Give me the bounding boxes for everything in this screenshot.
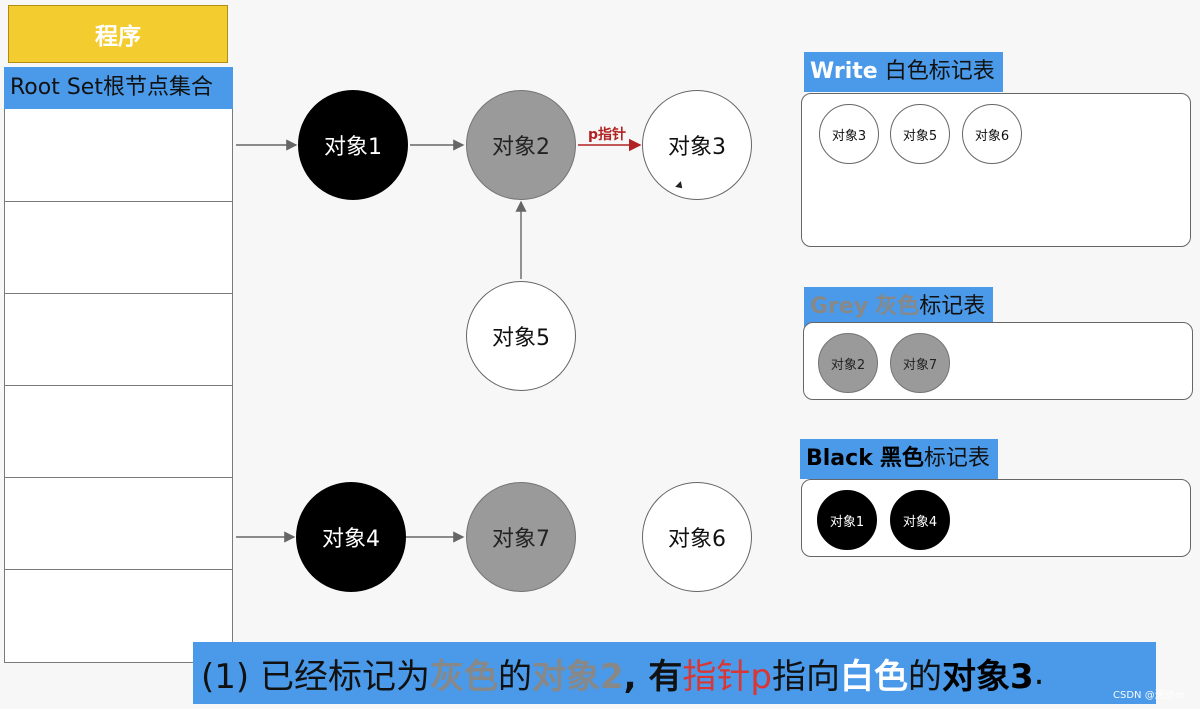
white-table-object6-label: 对象6 <box>974 128 1010 144</box>
white-mark-table: 对象3 对象5 对象6 <box>801 93 1191 247</box>
white-table-object5: 对象5 <box>890 104 950 164</box>
grey-table-object7-label: 对象7 <box>902 357 938 373</box>
root-set-row-divider <box>5 569 232 570</box>
root-set-label: Root Set根节点集合 <box>4 67 233 109</box>
root-set-table <box>4 109 233 663</box>
grey-table-object2-label: 对象2 <box>830 357 866 373</box>
black-table-object4-label: 对象4 <box>902 514 938 530</box>
caption-part4: 对象2 <box>531 656 624 697</box>
black-table-title-color-word: 黑色 <box>879 446 924 471</box>
caption-part6: 指针p <box>682 656 772 697</box>
white-table-object3-label: 对象3 <box>831 128 867 144</box>
object2-label: 对象2 <box>492 135 550 160</box>
explanation-caption: (1) 已经标记为 灰色 的 对象2 , 有 指针p 指向 白色 的 对象3 . <box>193 642 1156 704</box>
object6-label: 对象6 <box>668 527 726 552</box>
object1-label: 对象1 <box>324 135 382 160</box>
object5-label: 对象5 <box>492 326 550 351</box>
white-table-title: Write 白色标记表 <box>804 52 1003 92</box>
object6-node: 对象6 <box>642 482 752 592</box>
grey-mark-table: 对象2 对象7 <box>803 322 1193 400</box>
object3-label: 对象3 <box>668 135 726 160</box>
black-table-object1: 对象1 <box>817 490 877 550</box>
root-set-row-divider <box>5 201 232 202</box>
caption-part10: 对象3 <box>942 656 1034 697</box>
caption-part9: 的 <box>908 656 942 697</box>
caption-part8: 白色 <box>840 656 908 697</box>
object7-label: 对象7 <box>492 527 550 552</box>
white-table-object6: 对象6 <box>962 104 1022 164</box>
root-set-row-divider <box>5 293 232 294</box>
pointer-label: p指针 <box>588 127 627 143</box>
black-table-title: Black 黑色标记表 <box>800 439 998 479</box>
black-table-title-en: Black <box>806 446 873 471</box>
white-table-object5-label: 对象5 <box>902 128 938 144</box>
caption-part7: 指向 <box>772 656 840 697</box>
grey-table-title-en: Grey <box>810 294 869 319</box>
root-set-row-divider <box>5 477 232 478</box>
caption-part2: 灰色 <box>429 656 498 697</box>
object2-node: 对象2 <box>466 90 576 200</box>
black-table-title-rest: 标记表 <box>923 446 990 471</box>
object1-node: 对象1 <box>298 90 408 200</box>
object7-node: 对象7 <box>466 482 576 592</box>
grey-table-title: Grey 灰色标记表 <box>804 287 994 327</box>
caption-part5: , 有 <box>623 656 683 697</box>
grey-table-object7: 对象7 <box>890 333 950 393</box>
root-set-row-divider <box>5 385 232 386</box>
caption-part3: 的 <box>497 656 532 697</box>
program-box: 程序 <box>8 5 228 63</box>
watermark-text: CSDN @迷途er <box>1113 690 1185 701</box>
black-table-object1-label: 对象1 <box>829 514 865 530</box>
black-table-object4: 对象4 <box>890 490 950 550</box>
object4-node: 对象4 <box>296 482 406 592</box>
program-label: 程序 <box>95 24 141 50</box>
white-table-title-en: Write <box>810 59 878 84</box>
object4-label: 对象4 <box>322 527 380 552</box>
grey-table-title-rest: 标记表 <box>919 294 986 319</box>
grey-table-object2: 对象2 <box>818 333 878 393</box>
grey-table-title-color-word: 灰色 <box>875 294 920 319</box>
white-table-object3: 对象3 <box>819 104 879 164</box>
caption-part11: . <box>1033 653 1045 693</box>
object3-node: 对象3 <box>642 90 752 200</box>
white-table-title-cn: 白色标记表 <box>884 59 995 84</box>
black-mark-table: 对象1 对象4 <box>801 479 1191 557</box>
object5-node: 对象5 <box>466 281 576 391</box>
caption-part1: (1) 已经标记为 <box>201 656 430 697</box>
